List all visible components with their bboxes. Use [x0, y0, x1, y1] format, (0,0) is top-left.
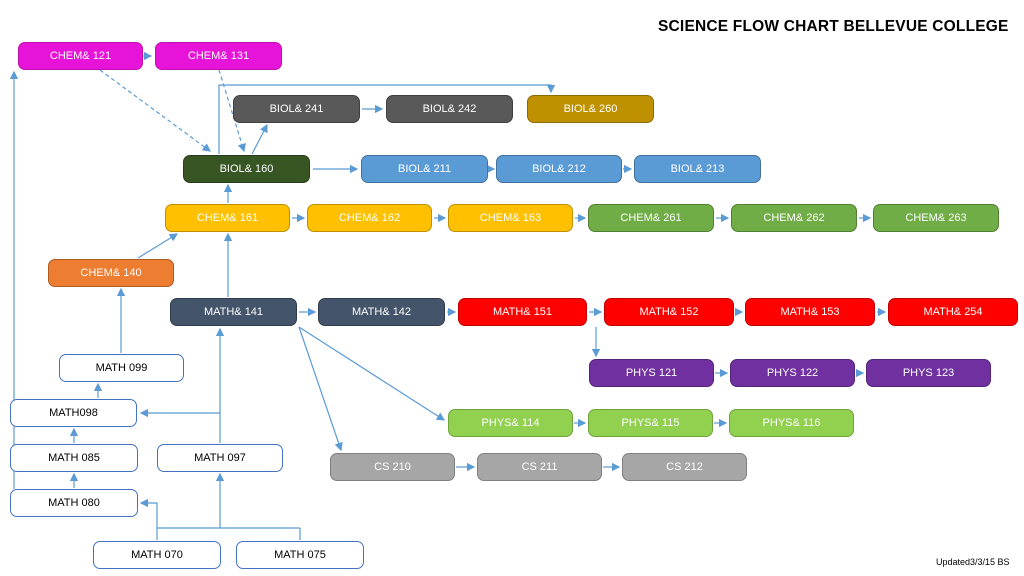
node-chem161: CHEM& 161 — [165, 204, 290, 232]
node-biol241: BIOL& 241 — [233, 95, 360, 123]
edge-math141-cs210 — [298, 326, 343, 452]
node-biol260: BIOL& 260 — [527, 95, 654, 123]
node-chem140: CHEM& 140 — [48, 259, 174, 287]
edge-chem131-biol160-dashed — [218, 69, 246, 153]
node-math151: MATH& 151 — [458, 298, 587, 326]
edge-chem121-biol160-dashed — [99, 69, 212, 152]
edge-trunk-math080 — [139, 498, 158, 528]
node-chem262: CHEM& 262 — [731, 204, 857, 232]
node-math097: MATH 097 — [157, 444, 283, 472]
node-biol213: BIOL& 213 — [634, 155, 761, 183]
node-chem121: CHEM& 121 — [18, 42, 143, 70]
node-biol242: BIOL& 242 — [386, 95, 513, 123]
node-chem163: CHEM& 163 — [448, 204, 573, 232]
node-chem131: CHEM& 131 — [155, 42, 282, 70]
edge-biol160-biol241 — [251, 123, 268, 155]
node-math153: MATH& 153 — [745, 298, 875, 326]
page-title: SCIENCE FLOW CHART BELLEVUE COLLEGE — [658, 18, 1009, 35]
node-cs211: CS 211 — [477, 453, 602, 481]
node-phys115: PHYS& 115 — [588, 409, 713, 437]
node-math075: MATH 075 — [236, 541, 364, 569]
node-math070: MATH 070 — [93, 541, 221, 569]
node-chem263: CHEM& 263 — [873, 204, 999, 232]
node-math085: MATH 085 — [10, 444, 138, 472]
edge-biol160-biol260 — [218, 84, 556, 154]
node-phys114: PHYS& 114 — [448, 409, 573, 437]
node-math254: MATH& 254 — [888, 298, 1018, 326]
node-biol212: BIOL& 212 — [496, 155, 622, 183]
node-math141: MATH& 141 — [170, 298, 297, 326]
node-cs212: CS 212 — [622, 453, 747, 481]
node-phys116: PHYS& 116 — [729, 409, 854, 437]
edge-chem140-chem161 — [137, 233, 179, 259]
node-math098: MATH098 — [10, 399, 137, 427]
node-cs210: CS 210 — [330, 453, 455, 481]
node-math142: MATH& 142 — [318, 298, 445, 326]
node-phys122: PHYS 122 — [730, 359, 855, 387]
node-phys123: PHYS 123 — [866, 359, 991, 387]
node-math080: MATH 080 — [10, 489, 138, 517]
node-biol160: BIOL& 160 — [183, 155, 310, 183]
node-chem162: CHEM& 162 — [307, 204, 432, 232]
node-biol211: BIOL& 211 — [361, 155, 488, 183]
node-phys121: PHYS 121 — [589, 359, 714, 387]
edge-math141-phys114 — [298, 326, 446, 421]
node-math099: MATH 099 — [59, 354, 184, 382]
node-chem261: CHEM& 261 — [588, 204, 714, 232]
updated-note: Updated3/3/15 BS — [936, 557, 1010, 567]
node-math152: MATH& 152 — [604, 298, 734, 326]
